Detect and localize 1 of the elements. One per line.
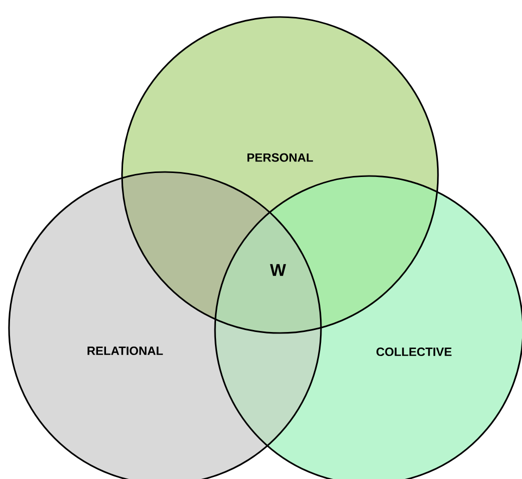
intersection-label: W bbox=[270, 264, 286, 276]
